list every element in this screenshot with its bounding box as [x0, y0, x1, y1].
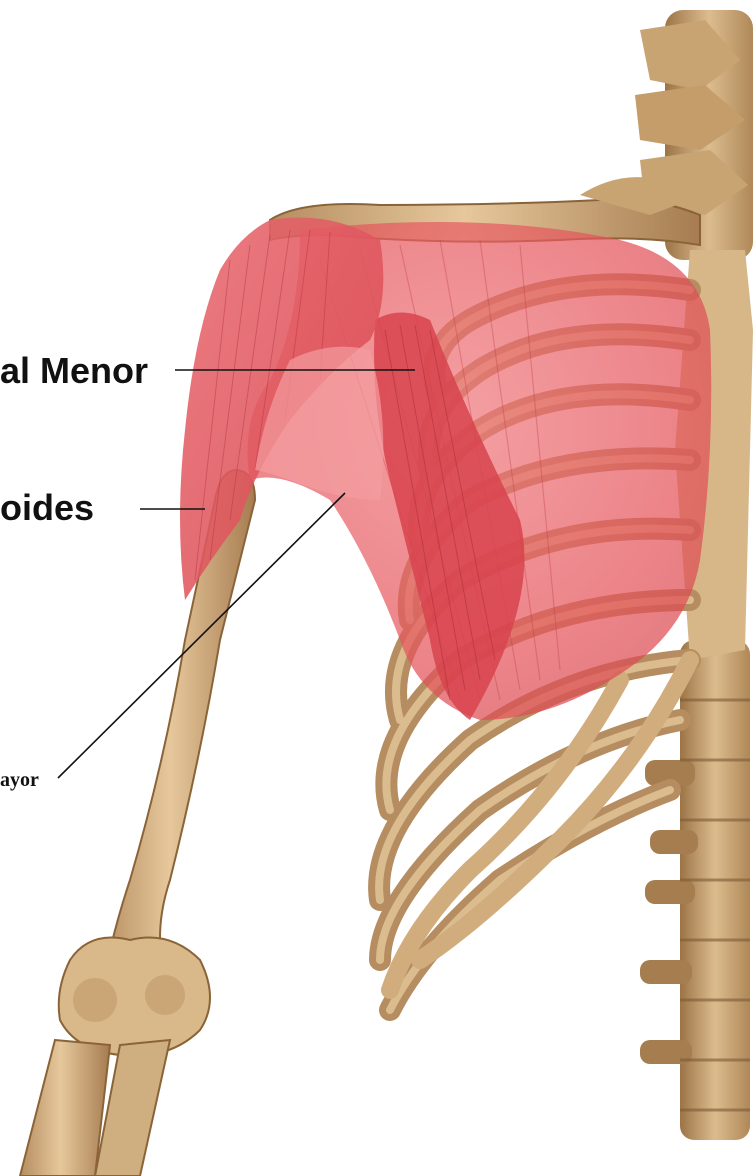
forearm-bones	[20, 1040, 170, 1176]
label-pectoral-mayor: ayor	[0, 769, 39, 791]
label-pectoral-menor: al Menor	[0, 350, 148, 391]
humerus	[59, 470, 255, 1056]
label-deltoides: oides	[0, 487, 94, 528]
